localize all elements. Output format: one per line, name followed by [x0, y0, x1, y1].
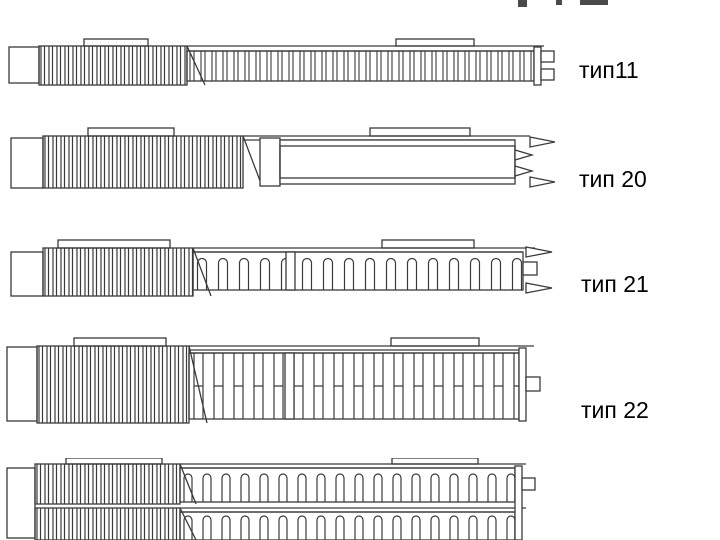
- type-11-diagram: [8, 38, 555, 86]
- panel-tip-top: [529, 136, 555, 148]
- side-boss: [521, 477, 536, 491]
- type-20-label: тип 20: [579, 166, 647, 192]
- side-boss-bottom: [540, 68, 555, 81]
- type-33-partial-diagram: [6, 458, 536, 540]
- convector-panel: [38, 45, 188, 86]
- top-rail: [187, 45, 544, 52]
- mid-rail: [180, 507, 526, 513]
- end-plate: [514, 465, 523, 540]
- type-21-diagram: [10, 239, 553, 297]
- type-21-label: тип 21: [581, 271, 649, 297]
- mid-joint: [284, 352, 295, 420]
- side-boss-top: [540, 50, 555, 63]
- end-cap: [10, 137, 44, 189]
- end-cap: [10, 251, 44, 297]
- top-tab-left: [83, 38, 149, 47]
- top-rail: [180, 463, 526, 469]
- end-plate: [518, 347, 527, 422]
- fin-section: [186, 50, 535, 82]
- front-panel: [42, 247, 194, 297]
- front-panel: [34, 463, 181, 505]
- convector-fins: [192, 251, 524, 291]
- top-tab-left: [73, 337, 167, 347]
- joint-bar: [259, 137, 281, 187]
- top-tab-right: [381, 239, 475, 249]
- section-cut: [192, 247, 212, 297]
- top-tab-right: [369, 127, 471, 137]
- top-tab-right: [390, 337, 480, 347]
- side-boss: [525, 376, 541, 392]
- convector-fins: [188, 352, 520, 420]
- nipple-top: [514, 149, 535, 161]
- convector-fins-bottom: [179, 511, 516, 540]
- front-panel: [36, 345, 190, 424]
- side-boss: [522, 261, 538, 276]
- mid-joint: [285, 251, 296, 291]
- top-tab-right: [395, 38, 475, 47]
- top-tab-left: [57, 239, 171, 249]
- cropped-top-artifact: [518, 0, 608, 7]
- section-cut: [188, 345, 208, 424]
- type-22-label: тип 22: [581, 397, 649, 423]
- top-tab-right: [391, 458, 479, 465]
- end-plate: [533, 46, 542, 86]
- convector-fins-top: [179, 467, 516, 503]
- top-tab-left: [87, 127, 175, 137]
- middle-panel: [34, 507, 181, 540]
- end-cap: [6, 346, 38, 422]
- nipple-bottom: [514, 165, 535, 177]
- panel-tip-bottom: [529, 176, 555, 188]
- top-rail: [189, 345, 534, 354]
- panel-tip-bottom: [525, 282, 553, 294]
- section-cut-top: [179, 463, 197, 505]
- type-11-label: тип11: [579, 57, 639, 83]
- section-cut: [242, 135, 263, 187]
- top-tab-left: [65, 458, 163, 465]
- section-cut: [186, 45, 206, 86]
- type-20-diagram: [10, 127, 555, 189]
- type-22-diagram: [6, 337, 541, 424]
- water-channel-inner: [279, 145, 516, 179]
- end-cap: [6, 467, 36, 539]
- section-cut-bottom: [179, 507, 197, 540]
- end-cap: [8, 46, 40, 84]
- water-channel-outer: [279, 139, 516, 185]
- front-panel: [42, 135, 244, 189]
- panel-tip-top: [525, 246, 553, 258]
